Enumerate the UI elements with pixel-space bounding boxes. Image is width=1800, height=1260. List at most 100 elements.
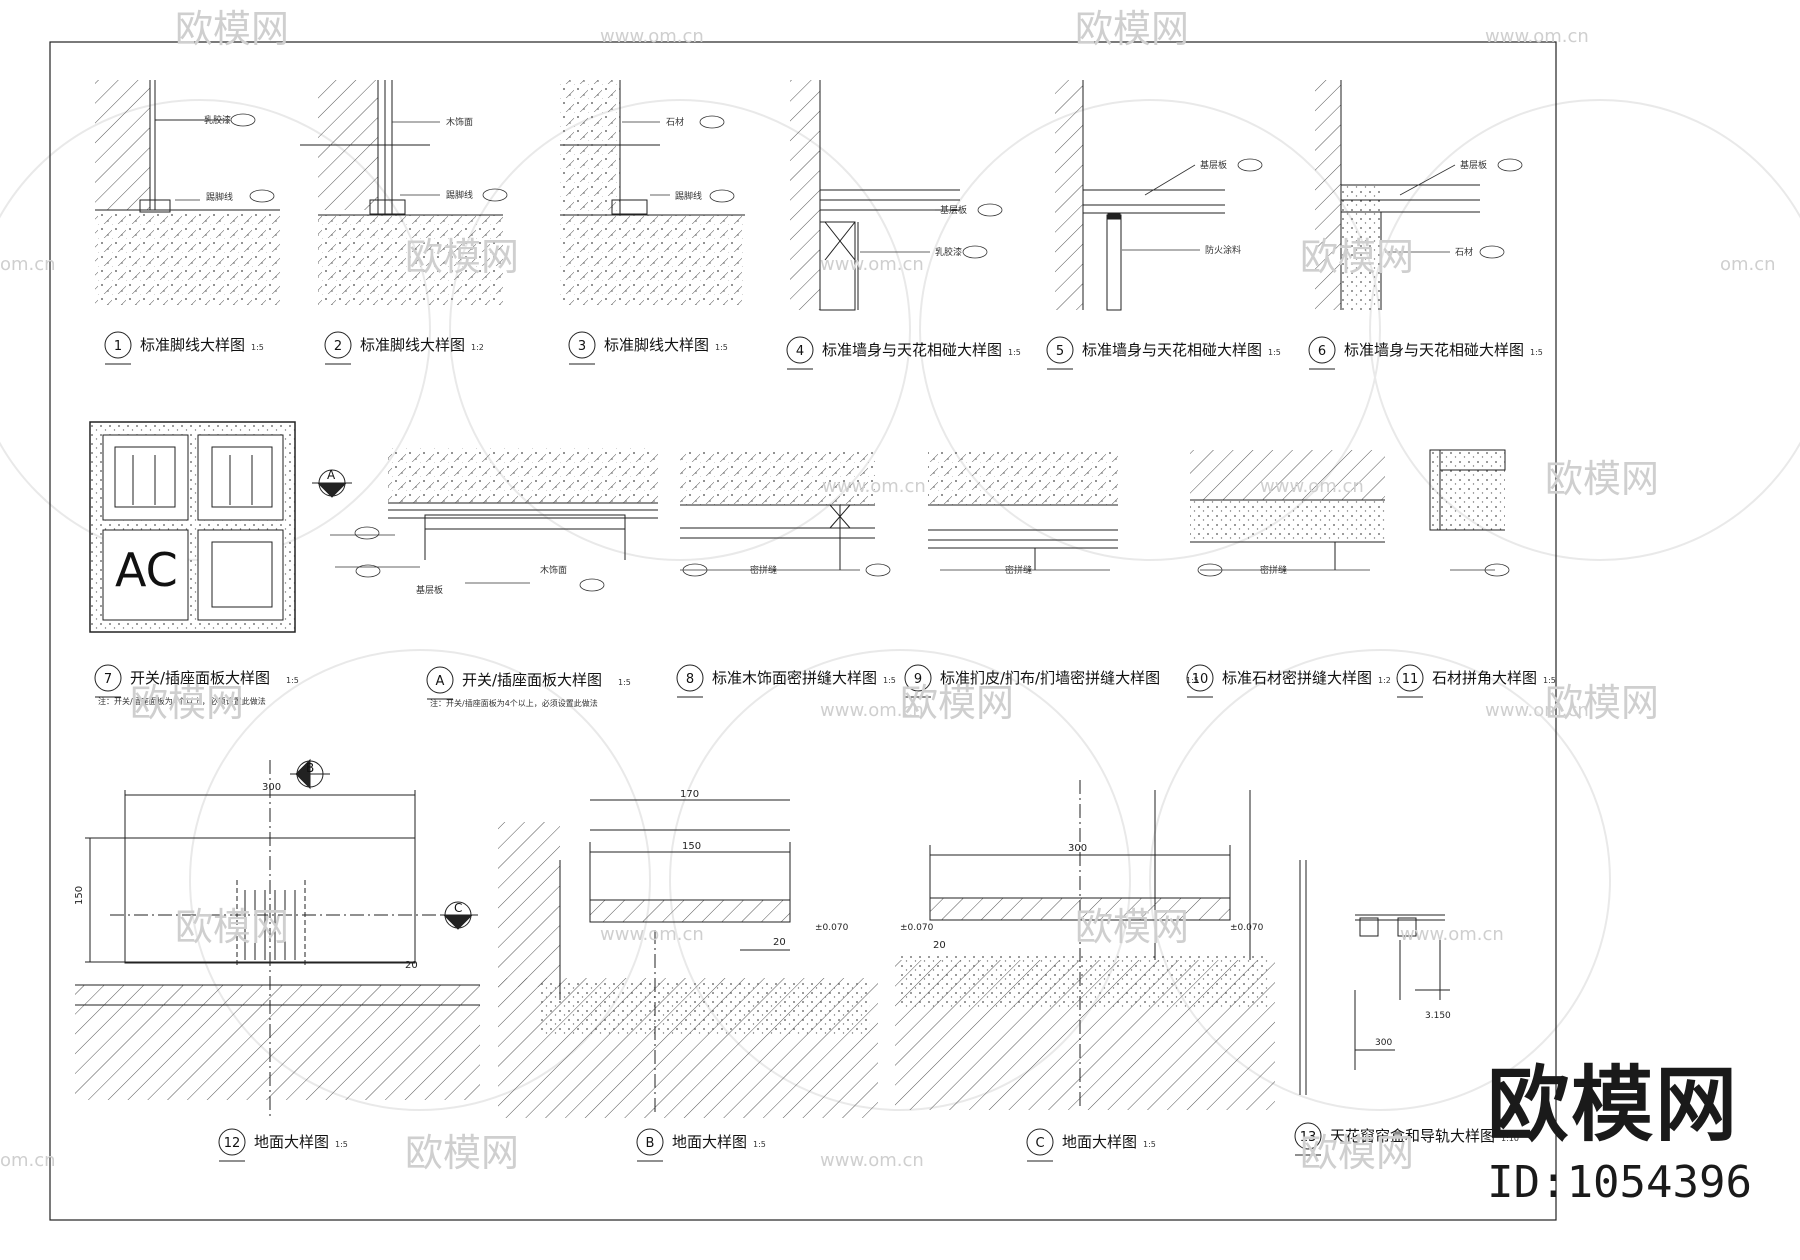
watermark-site: www.om.cn <box>820 700 924 721</box>
watermark-site: www.om.cn <box>600 924 704 945</box>
dB-level: ±0.070 <box>815 923 849 933</box>
detail-title-2: 2 标准脚线大样图 1:2 <box>324 331 484 365</box>
watermark-site: www.om.cn <box>1485 700 1589 721</box>
detail-scale: 1:5 <box>715 343 728 352</box>
detail-title-text: 标准墙身与天花相碰大样图 <box>1082 341 1262 359</box>
detail-number: 10 <box>1192 672 1209 687</box>
watermark-brand: 欧模网 <box>1545 457 1659 501</box>
brand-id: ID:1054396 <box>1487 1157 1752 1208</box>
detail-1-drawing <box>95 80 280 305</box>
watermark-brand: 欧模网 <box>1545 681 1659 725</box>
note-3b: 踢脚线 <box>675 190 702 202</box>
detail-scale: 1:5 <box>1143 1140 1156 1149</box>
detail-3-drawing <box>560 80 745 305</box>
detail-title-text: 标准脚线大样图 <box>604 336 709 354</box>
detail-number-circle <box>1186 664 1214 692</box>
detail-number: 6 <box>1318 344 1326 359</box>
watermark-site: www.om.cn <box>600 26 704 47</box>
note-1b: 踢脚线 <box>206 191 233 203</box>
d13-gap: 300 <box>1375 1038 1392 1048</box>
detail-title-text: 标准脚线大样图 <box>360 336 465 354</box>
detail-scale: 1:5 <box>1543 676 1556 685</box>
detail-number-circle <box>676 664 704 692</box>
note-10: 密拼缝 <box>1260 564 1287 576</box>
detail-scale: 1:5 <box>1530 348 1543 357</box>
watermark-edge: om.cn <box>0 254 56 275</box>
detail-number-circle <box>1396 664 1424 692</box>
watermark-site: www.om.cn <box>1485 26 1589 47</box>
detail-7-drawing <box>89 421 296 633</box>
detail-scale: 1:5 <box>1186 676 1199 685</box>
detail-scale: 1:5 <box>286 676 299 685</box>
detail-number: 11 <box>1402 672 1419 687</box>
detail-9-drawing <box>928 450 1118 570</box>
detail-title-11: 11 石材拼角大样图 1:5 <box>1396 664 1556 698</box>
detail-title-text: 地面大样图 <box>254 1133 329 1151</box>
detail-scale: 1:5 <box>618 678 631 687</box>
detail-number-circle <box>1026 1128 1054 1156</box>
watermark-brand: 欧模网 <box>175 905 289 949</box>
detail-a-drawing <box>388 448 658 560</box>
watermark-brand: 欧模网 <box>1300 235 1414 279</box>
watermark-edge: om.cn <box>1720 254 1776 275</box>
sheet-border <box>49 41 1557 1221</box>
section-marker-c <box>440 901 478 930</box>
detail-title-text: 开关/插座面板大样图 <box>130 669 270 687</box>
watermark-brand: 欧模网 <box>1075 7 1189 51</box>
d13-level: 3.150 <box>1425 1011 1451 1021</box>
detail-title-text: 地面大样图 <box>1062 1133 1137 1151</box>
detail-8-drawing <box>680 450 875 570</box>
detail-title-text: 开关/插座面板大样图 <box>462 671 602 689</box>
note-3a: 石材 <box>666 116 684 128</box>
watermark-brand: 欧模网 <box>175 7 289 51</box>
dB-top: 170 <box>680 789 699 800</box>
note-2b: 踢脚线 <box>446 189 473 201</box>
note-1a: 乳胶漆 <box>204 114 231 126</box>
watermark-site: www.om.cn <box>820 254 924 275</box>
detail-12-drawing <box>75 760 480 1120</box>
dB-side: 20 <box>773 937 786 948</box>
brand-badge: 欧模网 ID:1054396 <box>1487 1065 1752 1209</box>
watermark-site: www.om.cn <box>1400 924 1504 945</box>
detail-scale: 1:2 <box>471 343 484 352</box>
detail-4-drawing <box>790 80 960 311</box>
note-2a: 木饰面 <box>446 116 473 128</box>
watermark-site: www.om.cn <box>822 476 926 497</box>
detail-number: 12 <box>224 1136 241 1151</box>
detail-number: 9 <box>914 672 922 687</box>
note-6a: 基层板 <box>1460 159 1487 171</box>
detail-10-drawing <box>1190 450 1385 570</box>
detail-number: B <box>646 1136 655 1151</box>
dC-side: 20 <box>933 940 946 951</box>
detail-number: 7 <box>104 672 112 687</box>
detail-scale: 1:2 <box>1378 676 1391 685</box>
detail-scale: 1:5 <box>1268 348 1281 357</box>
detail-number-circle <box>1046 336 1074 364</box>
section-marker-a <box>312 469 352 498</box>
detail-title-text: 标准木饰面密拼缝大样图 <box>712 669 877 687</box>
detail-6-drawing <box>1315 80 1480 310</box>
detail-title-text: 标准墙身与天花相碰大样图 <box>822 341 1002 359</box>
watermarks: 欧模网欧模网欧模网欧模网欧模网欧模网欧模网欧模网欧模网欧模网欧模网欧模网www.… <box>0 7 1776 1175</box>
watermark-site: www.om.cn <box>1260 476 1364 497</box>
detail-title-text: 石材拼角大样图 <box>1432 669 1537 687</box>
note-a2: 木饰面 <box>540 564 567 576</box>
watermark-brand: 欧模网 <box>130 681 244 725</box>
detail-11-drawing <box>1429 449 1506 531</box>
detail-title-text: 天花窗帘盒和导轨大样图 <box>1330 1127 1495 1145</box>
detail-5-drawing <box>1055 80 1225 311</box>
leader-lines-row1 <box>157 113 1523 259</box>
detail-title-text: 地面大样图 <box>672 1133 747 1151</box>
detail-number-circle <box>1294 1122 1322 1150</box>
leader-notes-row2: 基层板 木饰面 密拼缝 密拼缝 密拼缝 <box>416 564 1287 596</box>
note-4a: 基层板 <box>940 204 967 216</box>
watermark-brand: 欧模网 <box>1300 1131 1414 1175</box>
watermark-brand: 欧模网 <box>405 1131 519 1175</box>
detail-number-circle <box>104 331 132 359</box>
detail-number: 2 <box>334 339 342 354</box>
